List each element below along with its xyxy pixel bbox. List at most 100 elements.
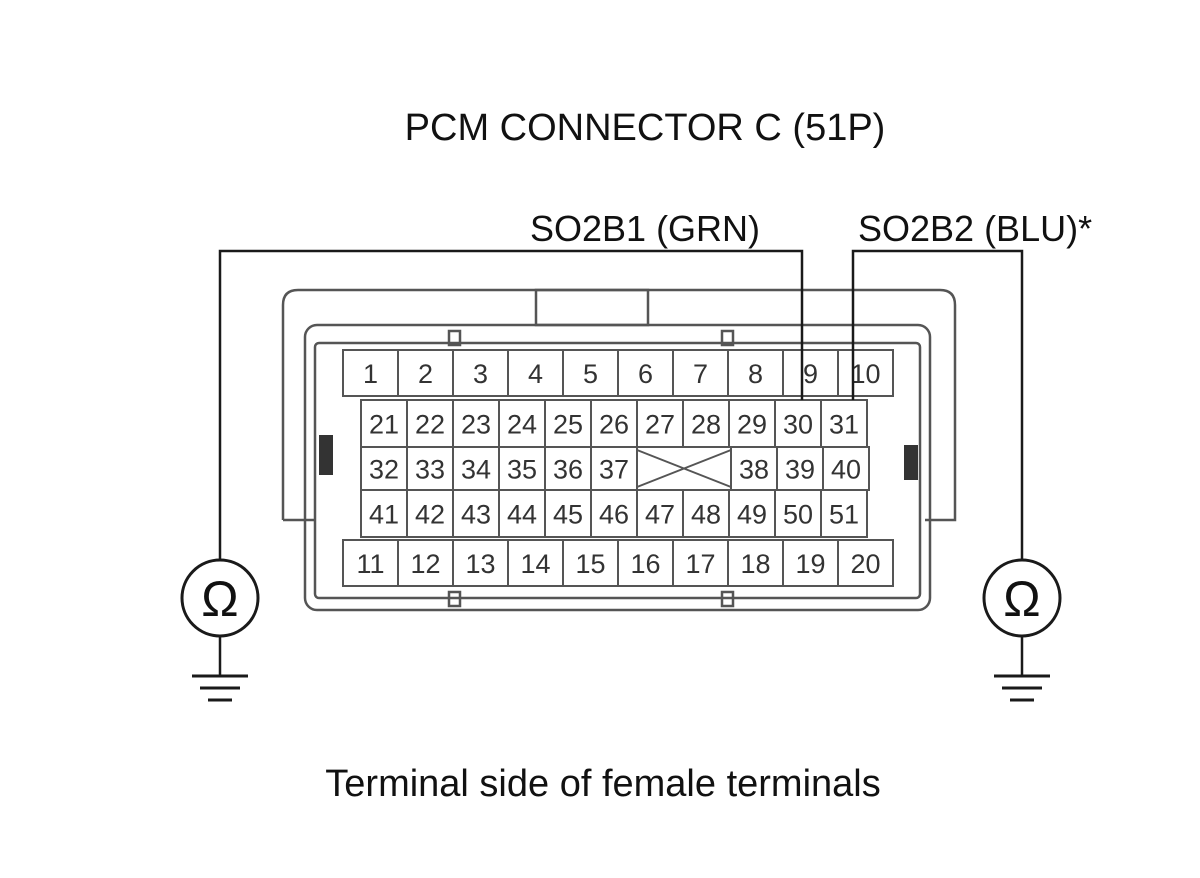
terminal-number: 10 bbox=[850, 359, 880, 389]
terminal-25: 25 bbox=[544, 399, 592, 448]
terminal-3: 3 bbox=[452, 349, 509, 397]
terminal-number: 24 bbox=[507, 410, 537, 440]
terminal-27: 27 bbox=[636, 399, 684, 448]
ground-icon bbox=[192, 674, 248, 702]
terminal-51: 51 bbox=[820, 489, 868, 538]
diagram-title: PCM CONNECTOR C (51P) bbox=[405, 107, 886, 149]
terminal-number: 20 bbox=[850, 549, 880, 579]
terminal-39: 39 bbox=[776, 446, 824, 491]
terminal-number: 19 bbox=[795, 549, 825, 579]
terminal-23: 23 bbox=[452, 399, 500, 448]
ohmmeter-right: Ω bbox=[982, 558, 1062, 702]
terminal-31: 31 bbox=[820, 399, 868, 448]
latch-right bbox=[904, 445, 918, 480]
terminal-38: 38 bbox=[730, 446, 778, 491]
terminal-22: 22 bbox=[406, 399, 454, 448]
terminal-48: 48 bbox=[682, 489, 730, 538]
terminal-number: 33 bbox=[415, 455, 445, 485]
terminal-number: 3 bbox=[473, 359, 488, 389]
ohm-icon: Ω bbox=[201, 571, 238, 627]
terminal-4: 4 bbox=[507, 349, 564, 397]
left-probe-wire bbox=[218, 249, 804, 560]
terminal-40: 40 bbox=[822, 446, 870, 491]
terminal-30: 30 bbox=[774, 399, 822, 448]
terminal-number: 13 bbox=[465, 549, 495, 579]
terminal-14: 14 bbox=[507, 539, 564, 587]
connector-housing bbox=[281, 288, 957, 612]
terminal-number: 15 bbox=[575, 549, 605, 579]
terminal-36: 36 bbox=[544, 446, 592, 491]
terminal-number: 11 bbox=[356, 549, 384, 579]
terminal-11: 11 bbox=[342, 539, 399, 587]
terminal-5: 5 bbox=[562, 349, 619, 397]
terminal-number: 42 bbox=[415, 500, 445, 530]
terminal-number: 7 bbox=[693, 359, 708, 389]
terminal-number: 45 bbox=[553, 500, 583, 530]
terminal-10: 10 bbox=[837, 349, 894, 397]
terminal-12: 12 bbox=[397, 539, 454, 587]
terminal-number: 38 bbox=[739, 455, 769, 485]
terminal-6: 6 bbox=[617, 349, 674, 397]
terminal-number: 26 bbox=[599, 410, 629, 440]
terminal-46: 46 bbox=[590, 489, 638, 538]
terminal-number: 35 bbox=[507, 455, 537, 485]
diagram-caption: Terminal side of female terminals bbox=[325, 763, 880, 805]
terminal-45: 45 bbox=[544, 489, 592, 538]
terminal-13: 13 bbox=[452, 539, 509, 587]
terminal-33: 33 bbox=[406, 446, 454, 491]
terminal-number: 39 bbox=[785, 455, 815, 485]
terminal-number: 25 bbox=[553, 410, 583, 440]
terminal-21: 21 bbox=[360, 399, 408, 448]
terminal-number: 28 bbox=[691, 410, 721, 440]
terminal-1: 1 bbox=[342, 349, 399, 397]
terminal-35: 35 bbox=[498, 446, 546, 491]
terminal-number: 14 bbox=[520, 549, 550, 579]
terminal-41: 41 bbox=[360, 489, 408, 538]
terminal-15: 15 bbox=[562, 539, 619, 587]
terminal-number: 34 bbox=[461, 455, 491, 485]
terminal-number: 31 bbox=[829, 410, 859, 440]
terminal-number: 41 bbox=[369, 500, 399, 530]
terminal-number: 6 bbox=[638, 359, 653, 389]
terminal-number: 49 bbox=[737, 500, 767, 530]
wire-label-so2b1: SO2B1 (GRN) bbox=[530, 208, 760, 249]
blank-key-area bbox=[636, 446, 732, 491]
terminal-29: 29 bbox=[728, 399, 776, 448]
terminal-number: 12 bbox=[410, 549, 440, 579]
terminal-2: 2 bbox=[397, 349, 454, 397]
terminal-20: 20 bbox=[837, 539, 894, 587]
probe-wires bbox=[218, 249, 1024, 560]
terminal-34: 34 bbox=[452, 446, 500, 491]
terminal-number: 16 bbox=[630, 549, 660, 579]
terminal-number: 17 bbox=[685, 549, 715, 579]
terminal-number: 44 bbox=[507, 500, 537, 530]
ground-icon bbox=[994, 674, 1050, 702]
wire-label-so2b2: SO2B2 (BLU)* bbox=[858, 208, 1092, 249]
terminal-number: 30 bbox=[783, 410, 813, 440]
terminal-32: 32 bbox=[360, 446, 408, 491]
terminal-24: 24 bbox=[498, 399, 546, 448]
terminal-7: 7 bbox=[672, 349, 729, 397]
terminal-number: 37 bbox=[599, 455, 629, 485]
terminal-number: 48 bbox=[691, 500, 721, 530]
terminal-26: 26 bbox=[590, 399, 638, 448]
ohm-icon: Ω bbox=[1003, 571, 1040, 627]
terminal-number: 40 bbox=[831, 455, 861, 485]
terminal-number: 18 bbox=[740, 549, 770, 579]
terminal-number: 47 bbox=[645, 500, 675, 530]
terminal-number: 50 bbox=[783, 500, 813, 530]
terminal-42: 42 bbox=[406, 489, 454, 538]
terminal-number: 5 bbox=[583, 359, 598, 389]
terminal-number: 43 bbox=[461, 500, 491, 530]
terminal-49: 49 bbox=[728, 489, 776, 538]
terminal-number: 27 bbox=[645, 410, 675, 440]
terminal-number: 21 bbox=[369, 410, 399, 440]
terminal-44: 44 bbox=[498, 489, 546, 538]
terminal-number: 9 bbox=[803, 359, 818, 389]
terminal-9: 9 bbox=[782, 349, 839, 397]
terminal-16: 16 bbox=[617, 539, 674, 587]
terminal-number: 4 bbox=[528, 359, 543, 389]
terminal-number: 36 bbox=[553, 455, 583, 485]
terminal-37: 37 bbox=[590, 446, 638, 491]
terminal-number: 51 bbox=[829, 500, 859, 530]
